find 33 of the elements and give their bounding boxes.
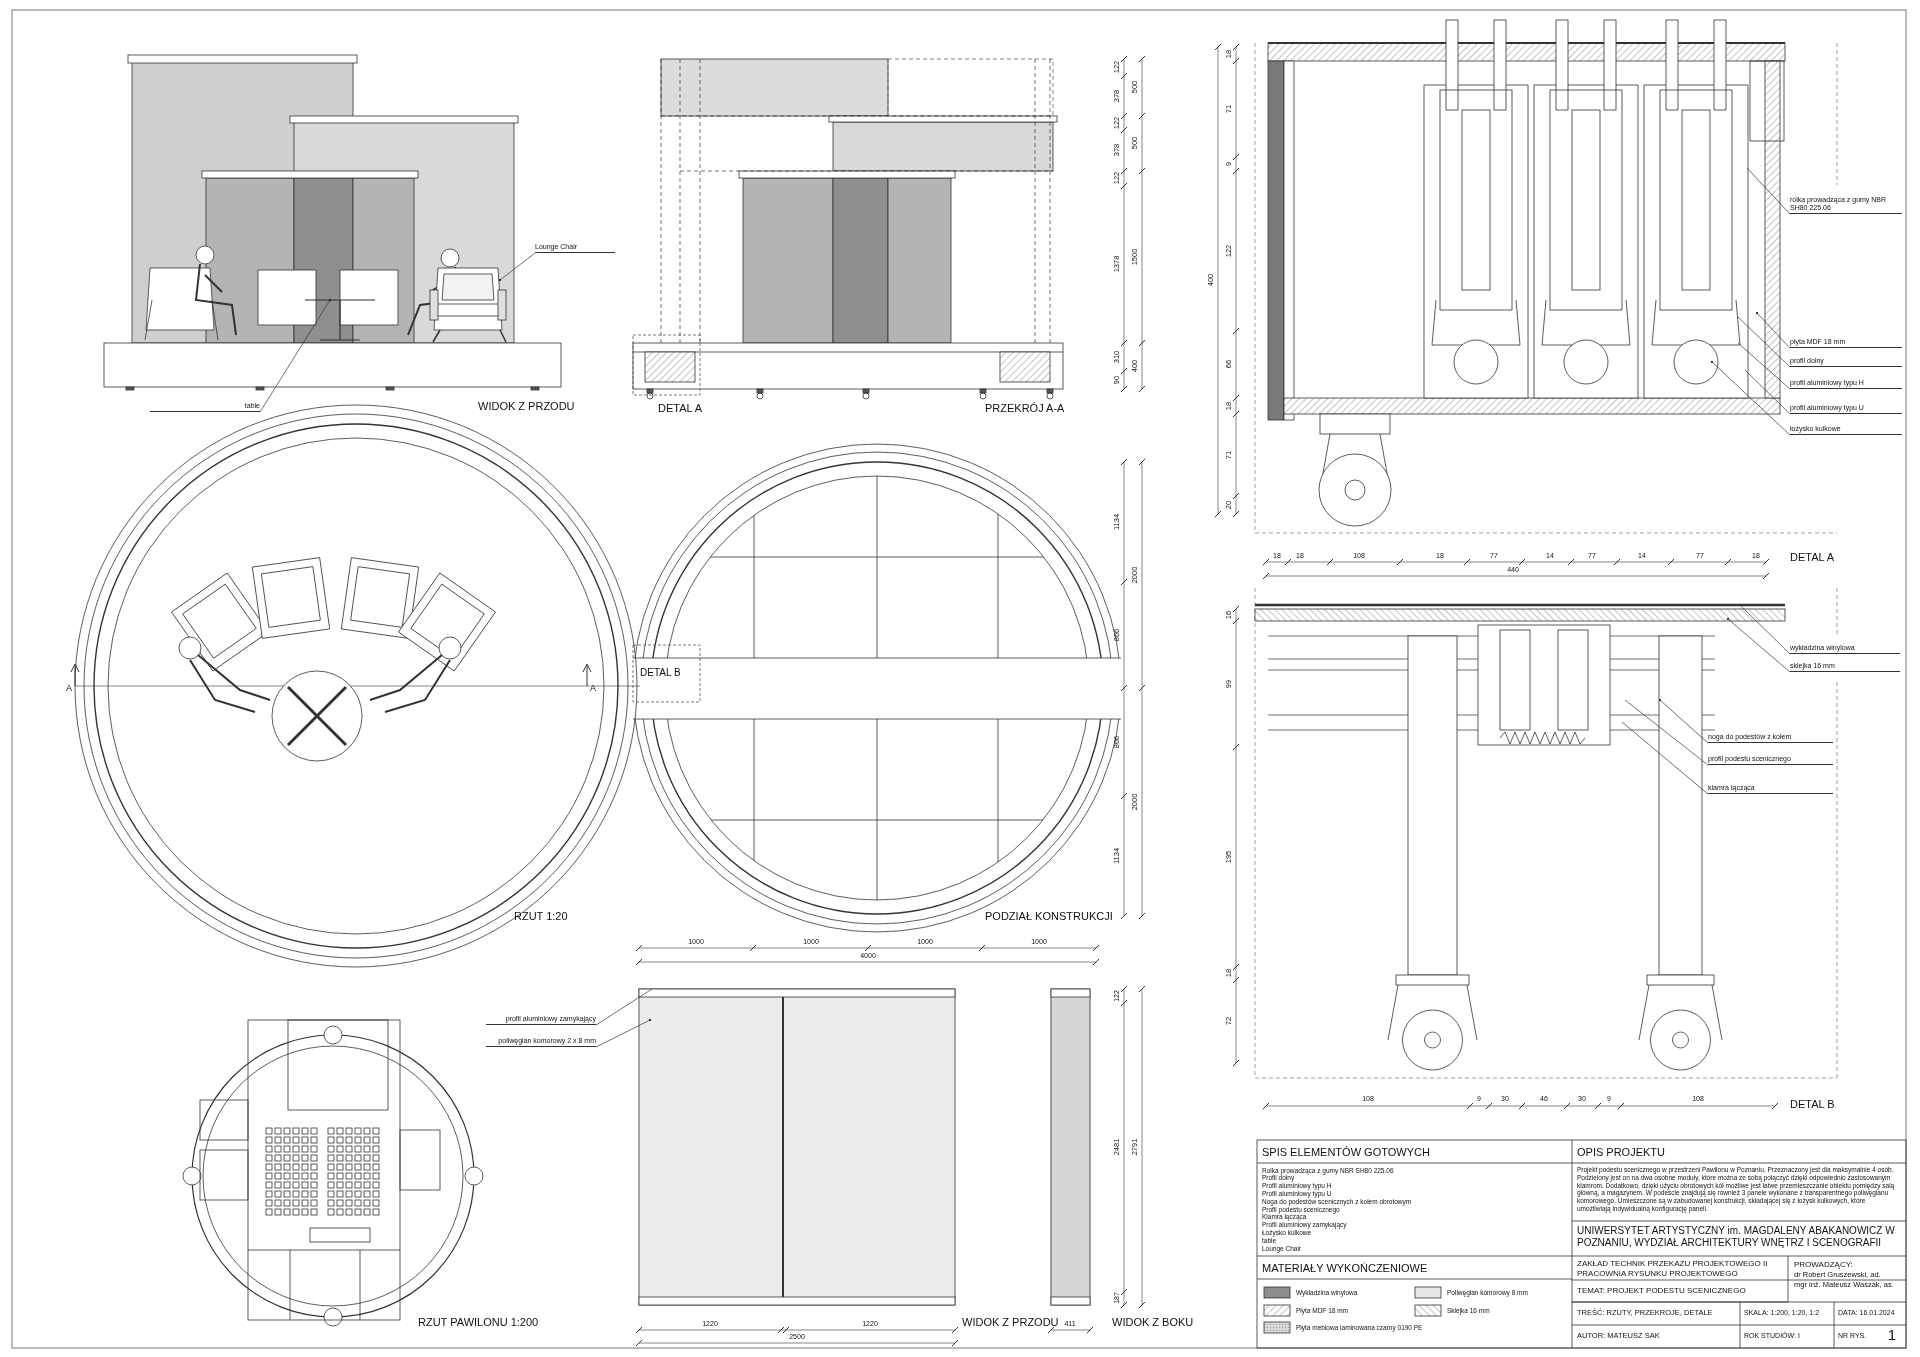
- view-title: WIDOK Z PRZODU: [962, 1315, 1059, 1329]
- view-title: WIDOK Z BOKU: [1112, 1315, 1194, 1329]
- view-title: DETAL A: [1790, 550, 1835, 564]
- table-heading: OPIS PROJEKTU: [1577, 1145, 1666, 1159]
- view-title: PODZIAŁ KONSTRUKCJI: [985, 909, 1113, 923]
- table-heading: SPIS ELEMENTÓW GOTOWYCH: [1262, 1145, 1430, 1159]
- leader-line: [1744, 369, 1791, 415]
- side-table-drawing: [304, 299, 376, 341]
- title-block-text: TEMAT: PROJEKT PODESTU SCENICZNEGO: [1577, 1286, 1746, 1296]
- sheet-number: 1: [1887, 1326, 1897, 1344]
- department-name: ZAKŁAD TECHNIK PRZEKAZU PROJEKTOWEGO II PRACOWNIA RYSUNKU PROJEKTOWEGO: [1577, 1259, 1769, 1279]
- title-block-text: PROWADZĄCY:: [1794, 1260, 1853, 1270]
- leader-line: [1621, 721, 1709, 795]
- lounge-chair-drawing: [429, 267, 507, 343]
- view-title: RZUT PAWILONU 1:200: [418, 1315, 539, 1329]
- view-title: DETAL B: [1790, 1097, 1835, 1111]
- panel-front-view-drawing: [638, 988, 956, 1306]
- leader-line: [1737, 342, 1791, 390]
- view-title: PRZEKRÓJ A-A: [985, 401, 1065, 415]
- leader-line: [1746, 167, 1791, 215]
- section-label: A: [66, 682, 72, 694]
- table-heading: MATERIAŁY WYKOŃCZENIOWE: [1262, 1261, 1428, 1275]
- view-title: DETAL A: [658, 401, 703, 415]
- leader-line: [1736, 315, 1791, 368]
- leader-line: [1740, 605, 1791, 655]
- detail-label: DETAL B: [640, 667, 681, 679]
- leader-line: [595, 988, 653, 1026]
- institution-name: UNIWERSYTET ARTYSTYCZNY im. MAGDALENY ABAKANOWICZ W POZNANIU, WYDZIAŁ ARCHITEKTURY WNĘTRZ I SCENOGRAFII: [1577, 1225, 1896, 1249]
- section-label: A: [590, 682, 596, 694]
- view-title: WIDOK Z PRZODU: [478, 399, 575, 413]
- leader-line: [1624, 699, 1709, 766]
- rail-detail-drawing: [1267, 19, 1786, 527]
- view-title: RZUT 1:20: [514, 909, 568, 923]
